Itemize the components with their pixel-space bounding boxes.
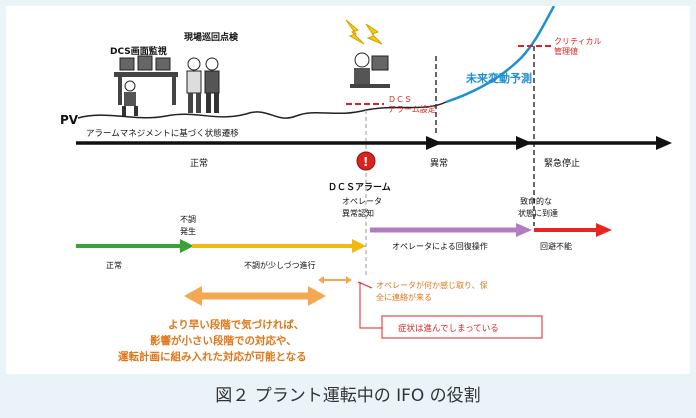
dcs-alarm-label: ＤＣＳアラーム [328,182,391,193]
recovery-operation-arrowhead [516,223,532,237]
field-patrol-label: 現場巡回点検 [184,31,239,43]
future-prediction-label: 未来変動予測 [465,71,532,85]
alarm-management-label: アラームマネジメントに基づく状態遷移 [86,128,239,139]
early-notice-line-3: 運転計画に組み入れた対応が可能となる [118,350,307,363]
dcs-alarm-setpoint-label-2: アラーム設定 [388,104,436,114]
critical-setpoint-label-2: 管理値 [554,46,578,56]
pv-label: PV [60,113,79,127]
fatal-state-label-2: 状態に到達 [518,208,558,218]
malfunction-progress-arrowhead [352,239,366,253]
operator-recognition-label-2: 異常認知 [342,208,374,218]
short-window-arrowhead-left [318,276,324,284]
early-notice-line-1: より早い段階で気づければ、 [168,318,304,331]
ifo-role-diagram: DCS画面監視 現場巡回点検 PV 未来変動予測 ＤＣＳ アラーム設定 クリティ… [60,5,672,363]
normal-phase-arrowhead [180,239,194,253]
normal-phase-label: 正常 [106,261,122,270]
state-emergency-stop-label: 緊急停止 [544,157,580,169]
recovery-operation-label: オペレータによる回復操作 [392,241,488,251]
state-abnormal-label: 異常 [430,157,448,169]
operator-sense-label-2: 全に連絡が来る [376,292,432,302]
symptom-box [381,315,543,339]
early-window-arrowhead-left [184,286,202,306]
unavoidable-label: 回避不能 [540,241,572,251]
operator-sense-label-1: オペレータが何か感じ取り、保 [376,280,488,290]
symptom-progressed-label: 症状は進んでしまっている [398,323,499,334]
diagram-panel: DCS画面監視 現場巡回点検 PV 未来変動予測 ＤＣＳ アラーム設定 クリティ… [6,5,690,374]
pv-curve [77,101,447,119]
gradual-progress-label: 不調が少しづつ進行 [244,260,316,270]
dcs-operators-illustration [114,55,178,116]
figure-caption: 図２ プラント運転中の IFO の役割 [215,386,481,406]
operator-recognition-label-1: オペレータ [342,197,382,206]
short-window-arrowhead-right [346,276,352,284]
unavoidable-arrowhead [596,223,612,237]
field-workers-illustration [186,57,220,113]
abnormal-to-stop-arrowhead [516,136,532,150]
early-notice-line-2: 影響が小さい段階での対応や、 [150,334,297,347]
state-transition-arrowhead [656,136,672,150]
symptom-bracket [359,282,382,329]
early-window-arrowhead-right [308,286,326,306]
normal-to-abnormal-arrowhead [426,136,442,150]
critical-setpoint-label-1: クリティカル [554,37,602,46]
malfunction-onset-label-2: 発生 [180,226,196,236]
dcs-alarm-setpoint-label-1: ＤＣＳ [388,95,412,104]
dcs-monitor-label: DCS画面監視 [110,45,167,57]
fatal-state-label-1: 致命的な [520,196,552,206]
alarm-operator-illustration [345,19,390,88]
future-prediction-curve [445,5,556,104]
state-normal-label: 正常 [190,157,208,169]
malfunction-onset-label-1: 不調 [180,214,196,224]
alarm-icon-glyph: ! [363,155,368,169]
alarm-icon [356,151,376,171]
